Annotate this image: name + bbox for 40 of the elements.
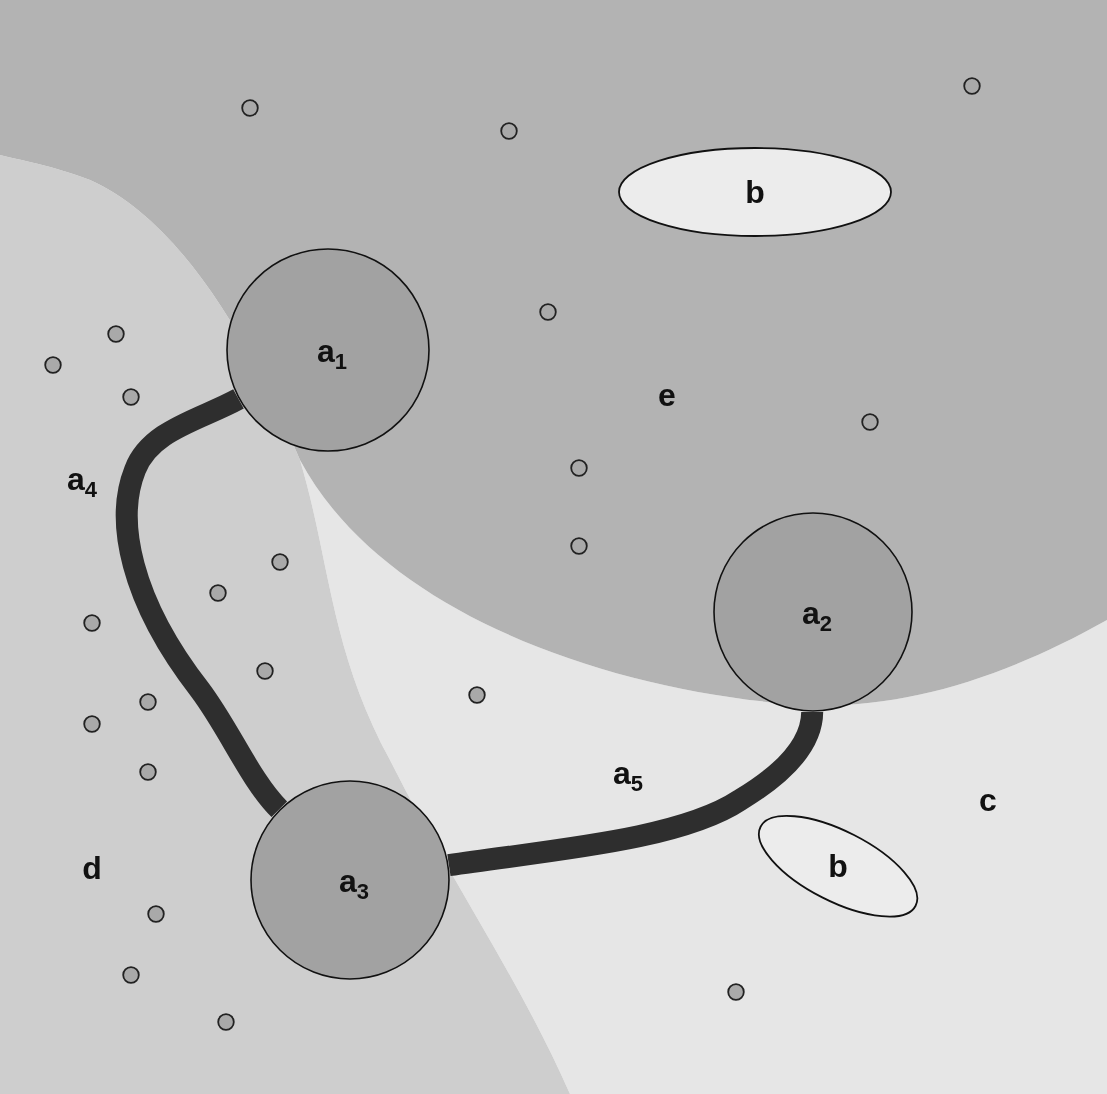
small-circle — [83, 614, 101, 632]
small-circle — [727, 983, 745, 1001]
connecting-band — [115, 389, 288, 817]
node-label: a$_{1}$ — [317, 334, 347, 374]
small-circle — [209, 584, 227, 602]
small-circle — [147, 905, 165, 923]
small-circle — [570, 459, 588, 477]
small-circle — [122, 388, 140, 406]
small-circle — [241, 99, 259, 117]
node-label: a$_{2}$ — [802, 596, 832, 636]
large-circle — [226, 248, 430, 452]
region-letter: e — [658, 379, 676, 411]
small-circle — [217, 1013, 235, 1031]
region-area — [300, 460, 1107, 1094]
edge-label: a$_{5}$ — [613, 756, 643, 796]
small-circle — [107, 325, 125, 343]
node-label: a$_{3}$ — [339, 864, 369, 904]
small-circle — [468, 686, 486, 704]
region-area — [0, 0, 1107, 710]
ellipse-shape — [757, 814, 919, 918]
small-circle — [271, 553, 289, 571]
small-circle — [139, 693, 157, 711]
node-label: b — [745, 176, 765, 208]
small-circle — [83, 715, 101, 733]
region-letter: d — [82, 852, 102, 884]
small-circle — [44, 356, 62, 374]
small-circle — [256, 662, 274, 680]
small-circle — [500, 122, 518, 140]
large-circle — [713, 512, 913, 712]
small-circle — [122, 966, 140, 984]
small-circle — [963, 77, 981, 95]
small-circle — [861, 413, 879, 431]
large-circle — [250, 780, 450, 980]
small-circle — [539, 303, 557, 321]
ellipse-shape — [618, 147, 892, 237]
small-circle — [570, 537, 588, 555]
region-letter: c — [979, 784, 997, 816]
edge-label: a$_{4}$ — [67, 462, 97, 502]
node-label: b — [828, 850, 848, 882]
small-circle — [139, 763, 157, 781]
